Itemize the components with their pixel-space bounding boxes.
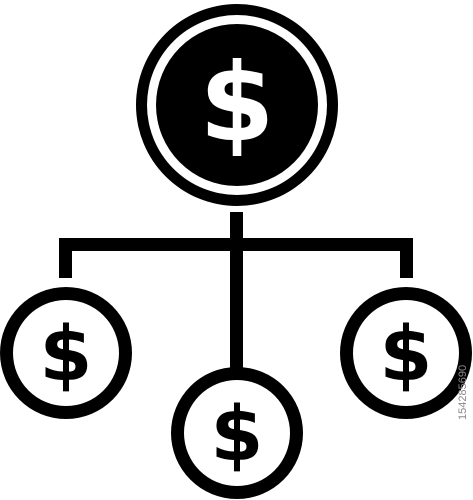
left-coin-dollar-icon: $ bbox=[40, 309, 93, 398]
right-coin-face bbox=[353, 300, 459, 406]
left-coin: $ bbox=[0, 287, 132, 419]
right-coin: $ bbox=[340, 287, 472, 419]
horizontal-bar bbox=[59, 238, 413, 251]
left-branch-line bbox=[59, 238, 72, 278]
top-coin: $ bbox=[136, 4, 338, 206]
top-coin-face bbox=[156, 24, 318, 186]
middle-coin-face bbox=[184, 380, 290, 486]
middle-coin: $ bbox=[171, 367, 303, 499]
watermark-stock-id: 154285690 bbox=[457, 365, 469, 420]
right-branch-line bbox=[400, 238, 413, 278]
top-coin-dollar-icon: $ bbox=[199, 41, 274, 166]
middle-coin-dollar-icon: $ bbox=[211, 389, 264, 478]
left-coin-face bbox=[13, 300, 119, 406]
connector-lines bbox=[59, 212, 413, 370]
trunk-line bbox=[230, 212, 243, 370]
right-coin-dollar-icon: $ bbox=[380, 309, 433, 398]
